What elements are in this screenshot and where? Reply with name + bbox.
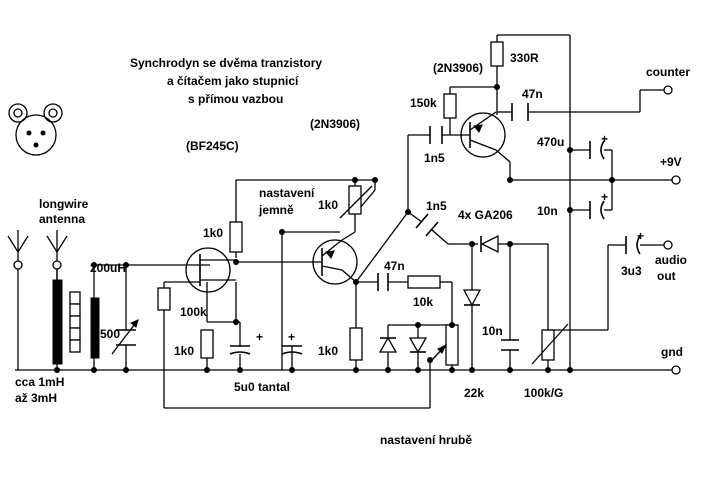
transistor-mid-pnp xyxy=(312,231,358,285)
plus-3u3: + xyxy=(637,229,644,243)
fet-bf245c xyxy=(164,247,236,293)
capacitor-3u3 xyxy=(625,235,641,255)
resistor-1k0-drain xyxy=(229,221,243,253)
gnd-terminal xyxy=(671,365,681,375)
resistor-1k0-emitter xyxy=(349,327,363,361)
potentiometer-22k xyxy=(431,324,459,366)
mouse-logo-icon xyxy=(8,103,63,156)
label-470u: 470u xyxy=(537,135,564,149)
label-3u3: 3u3 xyxy=(621,264,642,278)
antenna-icon xyxy=(7,230,68,270)
resistor-330r xyxy=(490,41,504,67)
wires xyxy=(15,34,672,409)
ferrite-coil xyxy=(52,270,100,365)
resistor-150k xyxy=(443,93,457,119)
label-diodes: 4x GA206 xyxy=(458,208,513,222)
label-vcc: +9V xyxy=(660,155,682,169)
capacitor-10n-supply xyxy=(589,200,605,220)
capacitor-variable-500 xyxy=(111,319,139,355)
label-10k: 10k xyxy=(413,295,433,309)
label-fine-line-1: nastavení xyxy=(259,186,315,200)
label-audio-line-2: out xyxy=(657,269,676,283)
label-1n5-mid: 1n5 xyxy=(426,199,447,213)
label-1k0-source: 1k0 xyxy=(174,344,194,358)
capacitor-tantal xyxy=(281,345,303,355)
trimmer-1k0-fine xyxy=(339,185,373,219)
resistor-10k xyxy=(407,275,441,289)
diode-vertical xyxy=(462,289,482,307)
resistor-1k0-source xyxy=(200,329,214,359)
label-ferrite-line-1: cca 1mH xyxy=(15,375,64,389)
label-1n5-top: 1n5 xyxy=(424,151,445,165)
label-500: 500 xyxy=(100,327,120,341)
potentiometer-100k-g xyxy=(531,323,569,365)
label-2n3906-mid: (2N3906) xyxy=(310,117,360,131)
transistor-top-pnp xyxy=(460,111,506,158)
label-100k: 100k xyxy=(180,305,207,319)
plus-source-cap: + xyxy=(256,330,263,344)
junctions xyxy=(54,84,615,373)
label-100k-g: 100k/G xyxy=(524,386,563,400)
label-10n-supply: 10n xyxy=(537,204,558,218)
label-150k: 150k xyxy=(410,96,437,110)
plus-10n: + xyxy=(601,190,608,204)
capacitor-source-electrolytic xyxy=(229,345,251,355)
label-22k: 22k xyxy=(464,386,484,400)
label-10n-det: 10n xyxy=(482,324,503,338)
counter-terminal xyxy=(663,85,673,95)
capacitor-1n5-mid xyxy=(415,213,439,237)
capacitor-47n-top xyxy=(511,103,529,121)
label-330r: 330R xyxy=(510,51,539,65)
label-ferrite-line-2: až 3mH xyxy=(15,391,57,405)
label-5u0-tantal: 5u0 tantal xyxy=(234,380,290,394)
labels: Synchrodyn se dvěma tranzistory a čítače… xyxy=(15,51,690,447)
capacitor-10n-det xyxy=(501,339,519,351)
diode-pair xyxy=(378,336,428,354)
label-1k0-trim: 1k0 xyxy=(318,198,338,212)
title-line-1: Synchrodyn se dvěma tranzistory xyxy=(130,56,322,70)
capacitor-470u xyxy=(589,140,605,160)
label-47n-mid: 47n xyxy=(384,259,405,273)
capacitor-1n5-top xyxy=(429,126,443,144)
label-counter: counter xyxy=(646,65,690,79)
diode-top xyxy=(480,234,499,254)
vcc-terminal xyxy=(671,175,681,185)
label-47n-top: 47n xyxy=(522,87,543,101)
audio-out-terminal xyxy=(663,240,673,250)
label-antenna-line-1: longwire xyxy=(39,197,89,211)
label-gnd: gnd xyxy=(661,345,683,359)
resistor-100k xyxy=(157,287,171,311)
title-line-2: a čítačem jako stupnicí xyxy=(167,74,299,88)
title-line-3: s přímou vazbou xyxy=(188,92,283,106)
label-bf245c: (BF245C) xyxy=(186,139,239,153)
label-antenna-line-2: antenna xyxy=(39,212,85,226)
label-fine-line-2: jemně xyxy=(258,203,294,217)
label-1k0-drain: 1k0 xyxy=(203,226,223,240)
label-200uh: 200uH xyxy=(90,261,126,275)
capacitor-47n-mid xyxy=(377,273,389,291)
plus-tantal: + xyxy=(288,330,295,344)
label-coarse-tuning: nastavení hrubě xyxy=(380,433,472,447)
label-audio-line-1: audio xyxy=(655,253,687,267)
terminals xyxy=(663,85,681,375)
label-2n3906-top: (2N3906) xyxy=(433,61,483,75)
plus-470u: + xyxy=(601,132,608,146)
components xyxy=(7,41,641,366)
label-1k0-emitter: 1k0 xyxy=(318,344,338,358)
